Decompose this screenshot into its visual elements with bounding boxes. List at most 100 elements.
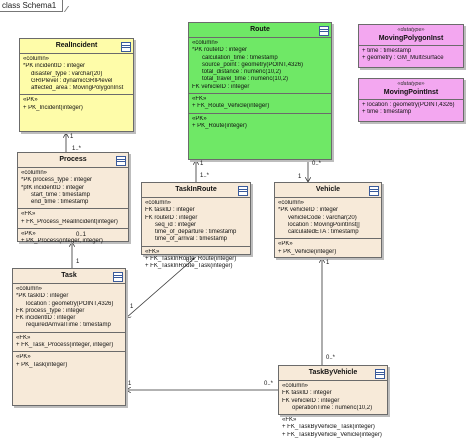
column-row: operationTime : numeric(10,2) [292, 404, 373, 411]
multiplicity-label: 1 [200, 161, 204, 167]
operation-row: + FK_TaskInRoute_Route(integer) [145, 256, 237, 263]
column-row: time_of_arrival : timestamp [155, 236, 228, 243]
multiplicity-label: 1..* [72, 146, 82, 152]
class-realincident[interactable]: RealIncident «column» *PK incidentID : i… [19, 38, 134, 132]
stereotype-label: «PK» [278, 241, 293, 248]
stereotype-label: «datatype» [397, 27, 425, 33]
multiplicity-label: 1 [128, 381, 132, 387]
column-row: calculatedETA : timestamp [288, 229, 359, 236]
column-row: source_point : geometry(POINT,4326) [202, 61, 304, 68]
link-taskinroute-task [126, 254, 199, 318]
stereotype-label: «FK» [21, 211, 36, 218]
class-taskbyvehicle[interactable]: TaskByVehicle «column» FK taskID : integ… [278, 365, 388, 438]
multiplicity-label: 1 [326, 260, 330, 266]
stereotype-label: «column» [21, 170, 48, 176]
stereotype-label: «column» [278, 200, 305, 206]
column-row: total_distance : numeric(10,2) [202, 69, 282, 76]
multiplicity-label: 1..* [200, 173, 210, 179]
multiplicity-label: 0..* [326, 355, 336, 361]
column-row: *PK incidentID : integer [23, 63, 86, 70]
realincident-title: RealIncident [20, 39, 133, 54]
attribute-row: + time : timestamp [362, 48, 412, 54]
column-row: FK incidentID : integer [16, 315, 76, 322]
class-task[interactable]: Task «column» *PK taskID : integer locat… [12, 268, 126, 406]
stereotype-label: «column» [23, 56, 50, 62]
column-row: FK routeID : integer [145, 214, 198, 221]
stereotype-label: «PK» [192, 115, 207, 122]
task-title: Task [13, 269, 125, 284]
stereotype-label: «column» [145, 200, 172, 206]
stereotype-label: «PK» [16, 354, 31, 361]
table-icon [319, 26, 329, 36]
stereotype-label: «PK» [21, 231, 36, 238]
column-row: affected_area : MovingPolygonInst [31, 85, 124, 92]
column-row: seq_id : integer [155, 221, 197, 228]
stereotype-label: «column» [282, 383, 309, 389]
column-row: disaster_type : varchar(20) [31, 70, 103, 77]
table-icon [238, 186, 248, 196]
column-row: *pfK incidentID : integer [21, 184, 85, 191]
multiplicity-label: 1 [130, 304, 134, 310]
table-icon [369, 186, 379, 196]
attribute-row: + time : timestamp [362, 109, 412, 116]
operation-row: + FK_TaskInRoute_Task(integer) [145, 263, 233, 270]
operation-row: + FK_Route_Vehicle(integer) [192, 103, 270, 110]
column-row: GRIPlevel : dynamicGRIPlevel [31, 77, 113, 84]
multiplicity-label: 0..* [312, 161, 322, 167]
multiplicity-label: 1 [76, 259, 80, 265]
datatype-movingpolygoninst[interactable]: «datatype» MovingPolygonInst + time : ti… [358, 24, 464, 68]
table-icon [116, 156, 126, 166]
column-row: total_travel_time : numeric(10,2) [202, 76, 289, 83]
column-row: end_time : timestamp [31, 199, 89, 206]
stereotype-label: «column» [16, 286, 43, 292]
class-route[interactable]: Route «column» *PK routeID : integer cal… [188, 22, 332, 160]
column-row: vehicleCode : varchar(20) [288, 214, 357, 221]
stereotype-label: «PK» [23, 97, 38, 104]
column-row: time_of_departure : timestamp [155, 229, 237, 236]
attribute-row: + geometry : GM_MultiSurface [362, 55, 444, 62]
association-links [0, 0, 474, 418]
operation-row: + PK_Process(integer, integer) [21, 238, 103, 245]
column-row: location : MovingPointInst[] [288, 221, 360, 228]
route-title: Route [189, 23, 331, 38]
column-row: start_time : timestamp [31, 191, 91, 198]
operation-row: + PK_Route(integer) [192, 122, 247, 129]
operation-row: + PK_Task(integer) [16, 361, 68, 368]
table-icon [375, 369, 385, 379]
class-vehicle[interactable]: Vehicle «column» *PK vehicleID : integer… [274, 182, 382, 258]
stereotype-label: «FK» [282, 417, 297, 424]
column-row: *PK taskID : integer [16, 293, 69, 300]
movingpolygoninst-title: MovingPolygonInst [378, 35, 444, 42]
stereotype-label: «datatype» [397, 81, 425, 87]
column-row: location : geometry(POINT,4326) [26, 300, 114, 307]
operation-row: + PK_Vehicle(integer) [278, 248, 337, 255]
operation-row: + PK_Incident(integer) [23, 104, 83, 111]
stereotype-label: «FK» [16, 334, 31, 341]
column-row: calculation_time : timestamp [202, 54, 278, 61]
datatype-movingpointinst[interactable]: «datatype» MovingPointInst + location : … [358, 78, 464, 122]
column-row: FK process_type : integer [16, 307, 85, 314]
column-row: FK taskID : integer [145, 207, 195, 214]
stereotype-label: «column» [192, 40, 219, 46]
vehicle-title: Vehicle [275, 183, 381, 198]
multiplicity-label: 1 [298, 174, 302, 180]
class-taskinroute[interactable]: TaskInRoute «column» FK taskID : integer… [141, 182, 251, 269]
operation-row: + FK_TaskByVehicle_Vehicle(integer) [282, 431, 382, 438]
class-process[interactable]: Process «column» *PK process_type : inte… [17, 152, 129, 245]
column-row: *PK vehicleID : integer [278, 207, 339, 214]
taskinroute-title: TaskInRoute [142, 183, 250, 198]
operation-row: + FK_Process_RealIncident(integer) [21, 218, 118, 225]
attribute-row: + location : geometry(POINT,4326) [362, 102, 455, 108]
column-row: *PK routeID : integer [192, 47, 248, 54]
table-icon [121, 42, 131, 52]
column-row: FK vehicleID : integer [192, 83, 250, 90]
operation-row: + FK_TaskByVehicle_Task(integer) [282, 424, 375, 431]
multiplicity-label: 1 [70, 134, 74, 140]
column-row: FK taskID : integer [282, 390, 332, 397]
column-row: requiredArrivalTime : timestamp [26, 322, 111, 329]
multiplicity-label: 0..* [264, 381, 274, 387]
process-title: Process [18, 153, 128, 168]
stereotype-label: «FK» [145, 248, 160, 255]
table-icon [113, 272, 123, 282]
multiplicity-label: 0..* [186, 258, 196, 264]
